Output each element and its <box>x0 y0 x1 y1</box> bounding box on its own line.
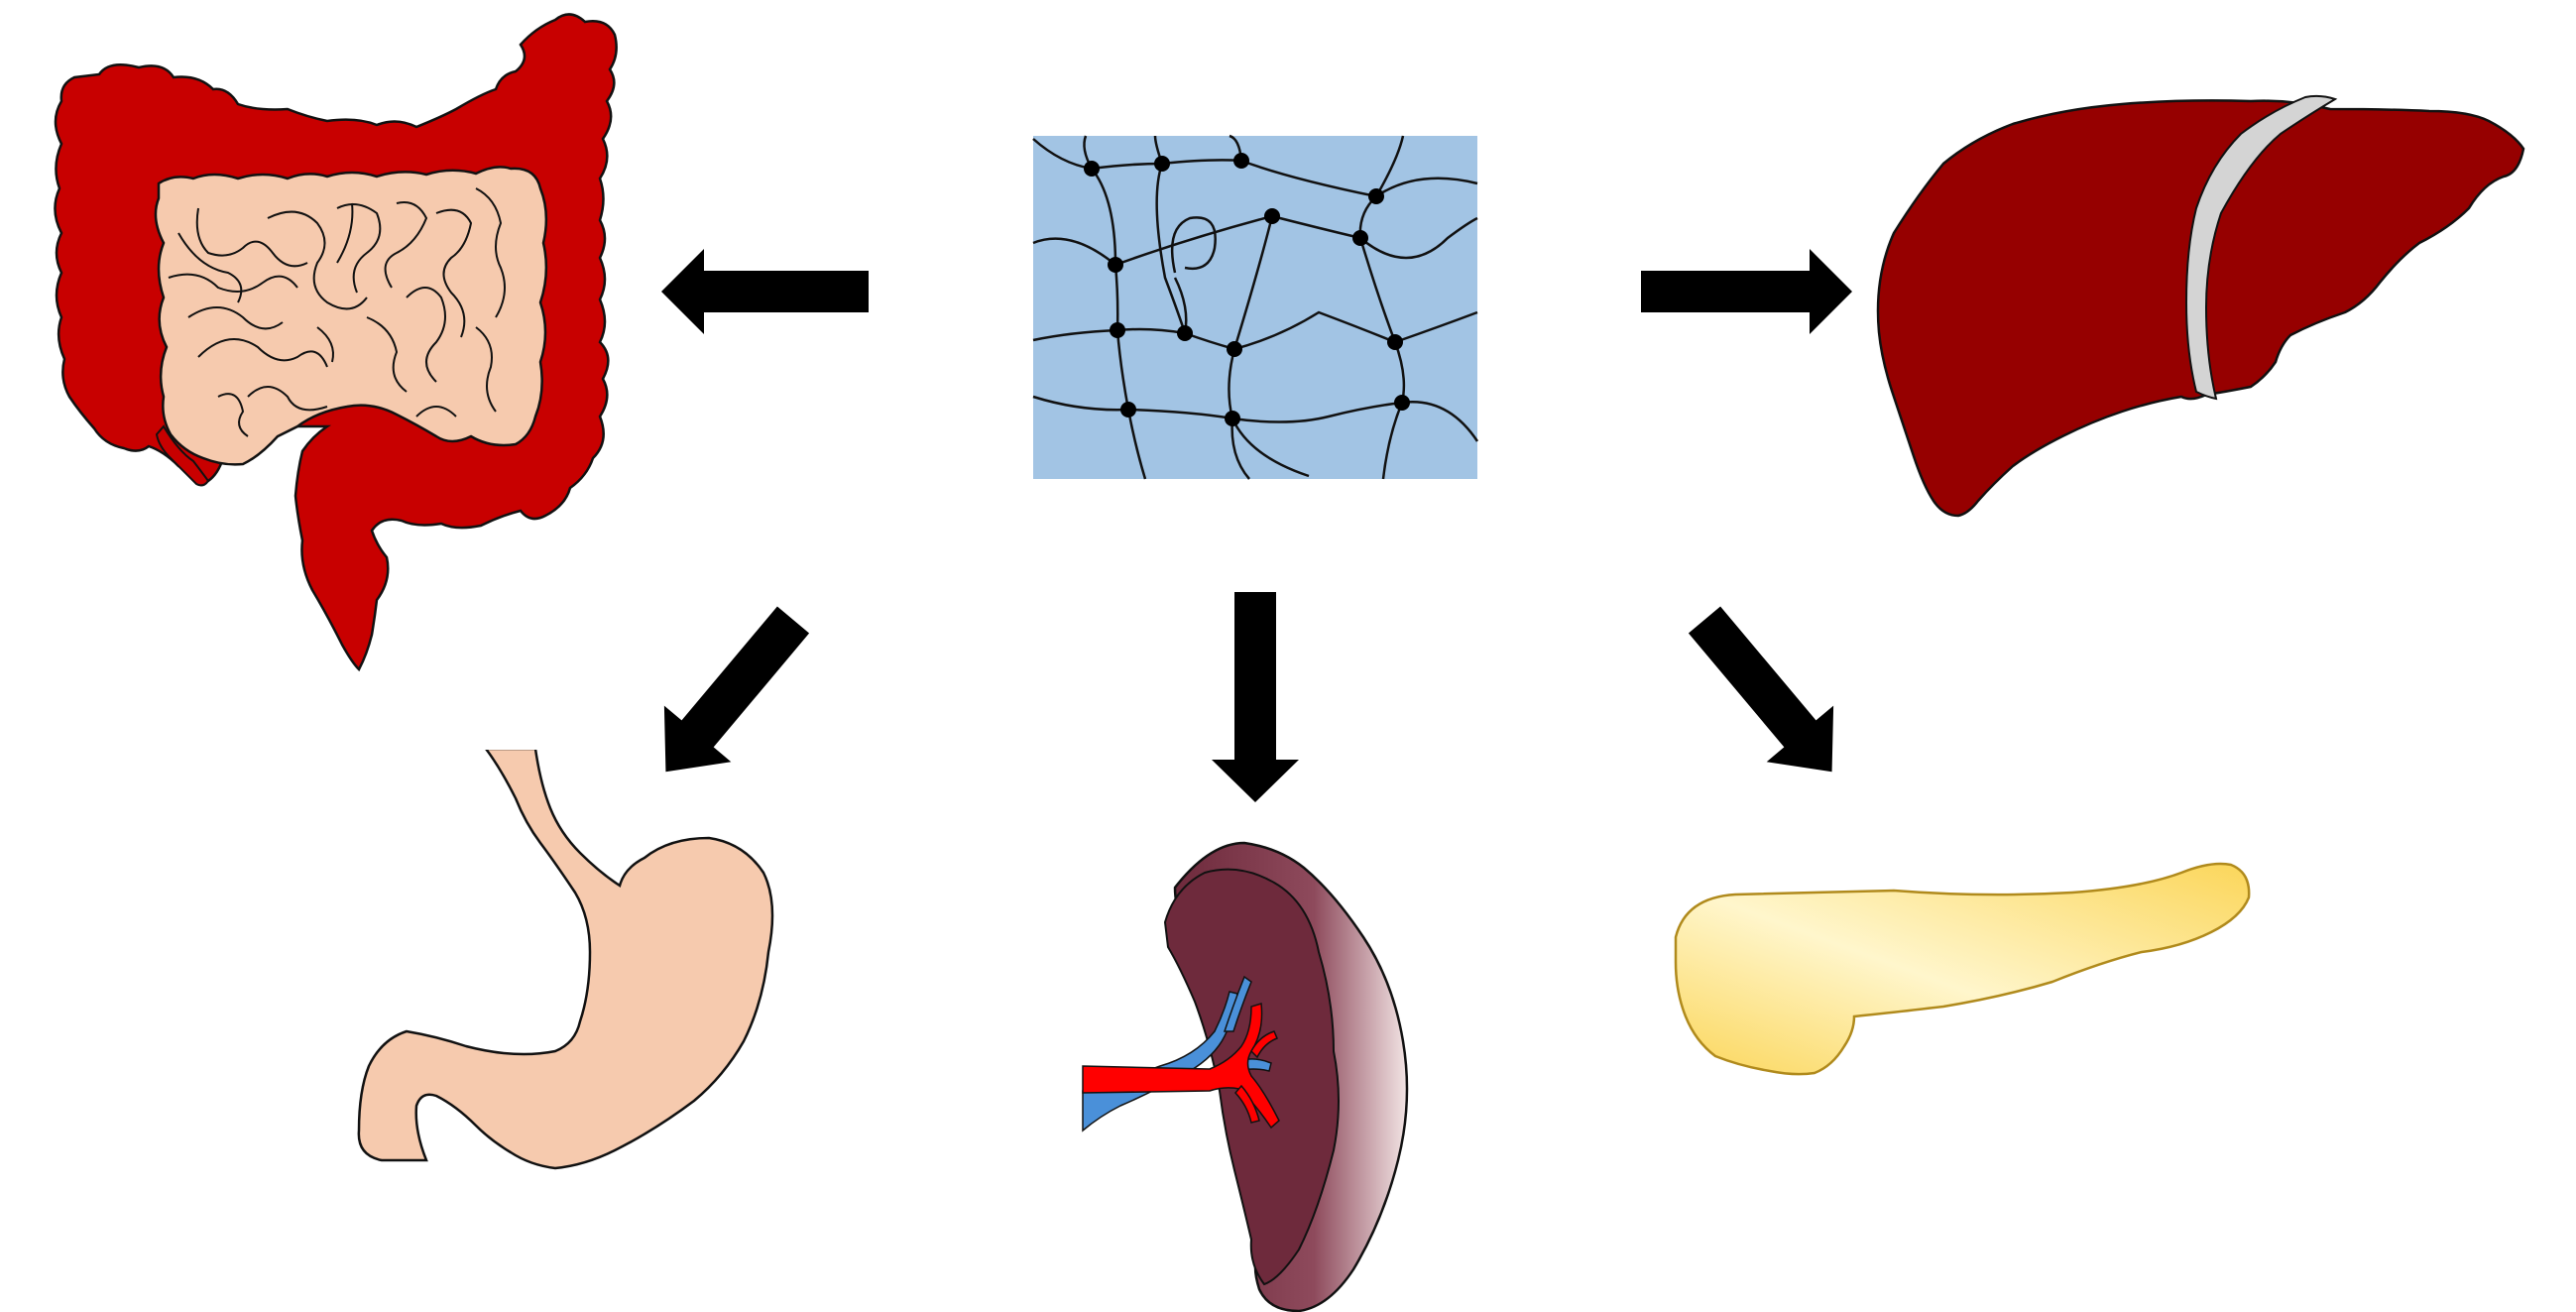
intestines-icon <box>54 13 618 672</box>
spleen-icon <box>1082 841 1409 1312</box>
arrow-to-pancreas <box>1688 606 1834 773</box>
pancreas-icon <box>1674 862 2251 1076</box>
liver-icon <box>1876 94 2525 518</box>
arrow-to-spleen <box>1212 592 1299 802</box>
stomach-icon <box>352 714 774 1192</box>
network-icon <box>1032 134 1479 480</box>
arrow-to-liver <box>1641 249 1852 334</box>
arrow-to-stomach <box>663 606 810 773</box>
arrow-to-intestines <box>661 249 869 334</box>
